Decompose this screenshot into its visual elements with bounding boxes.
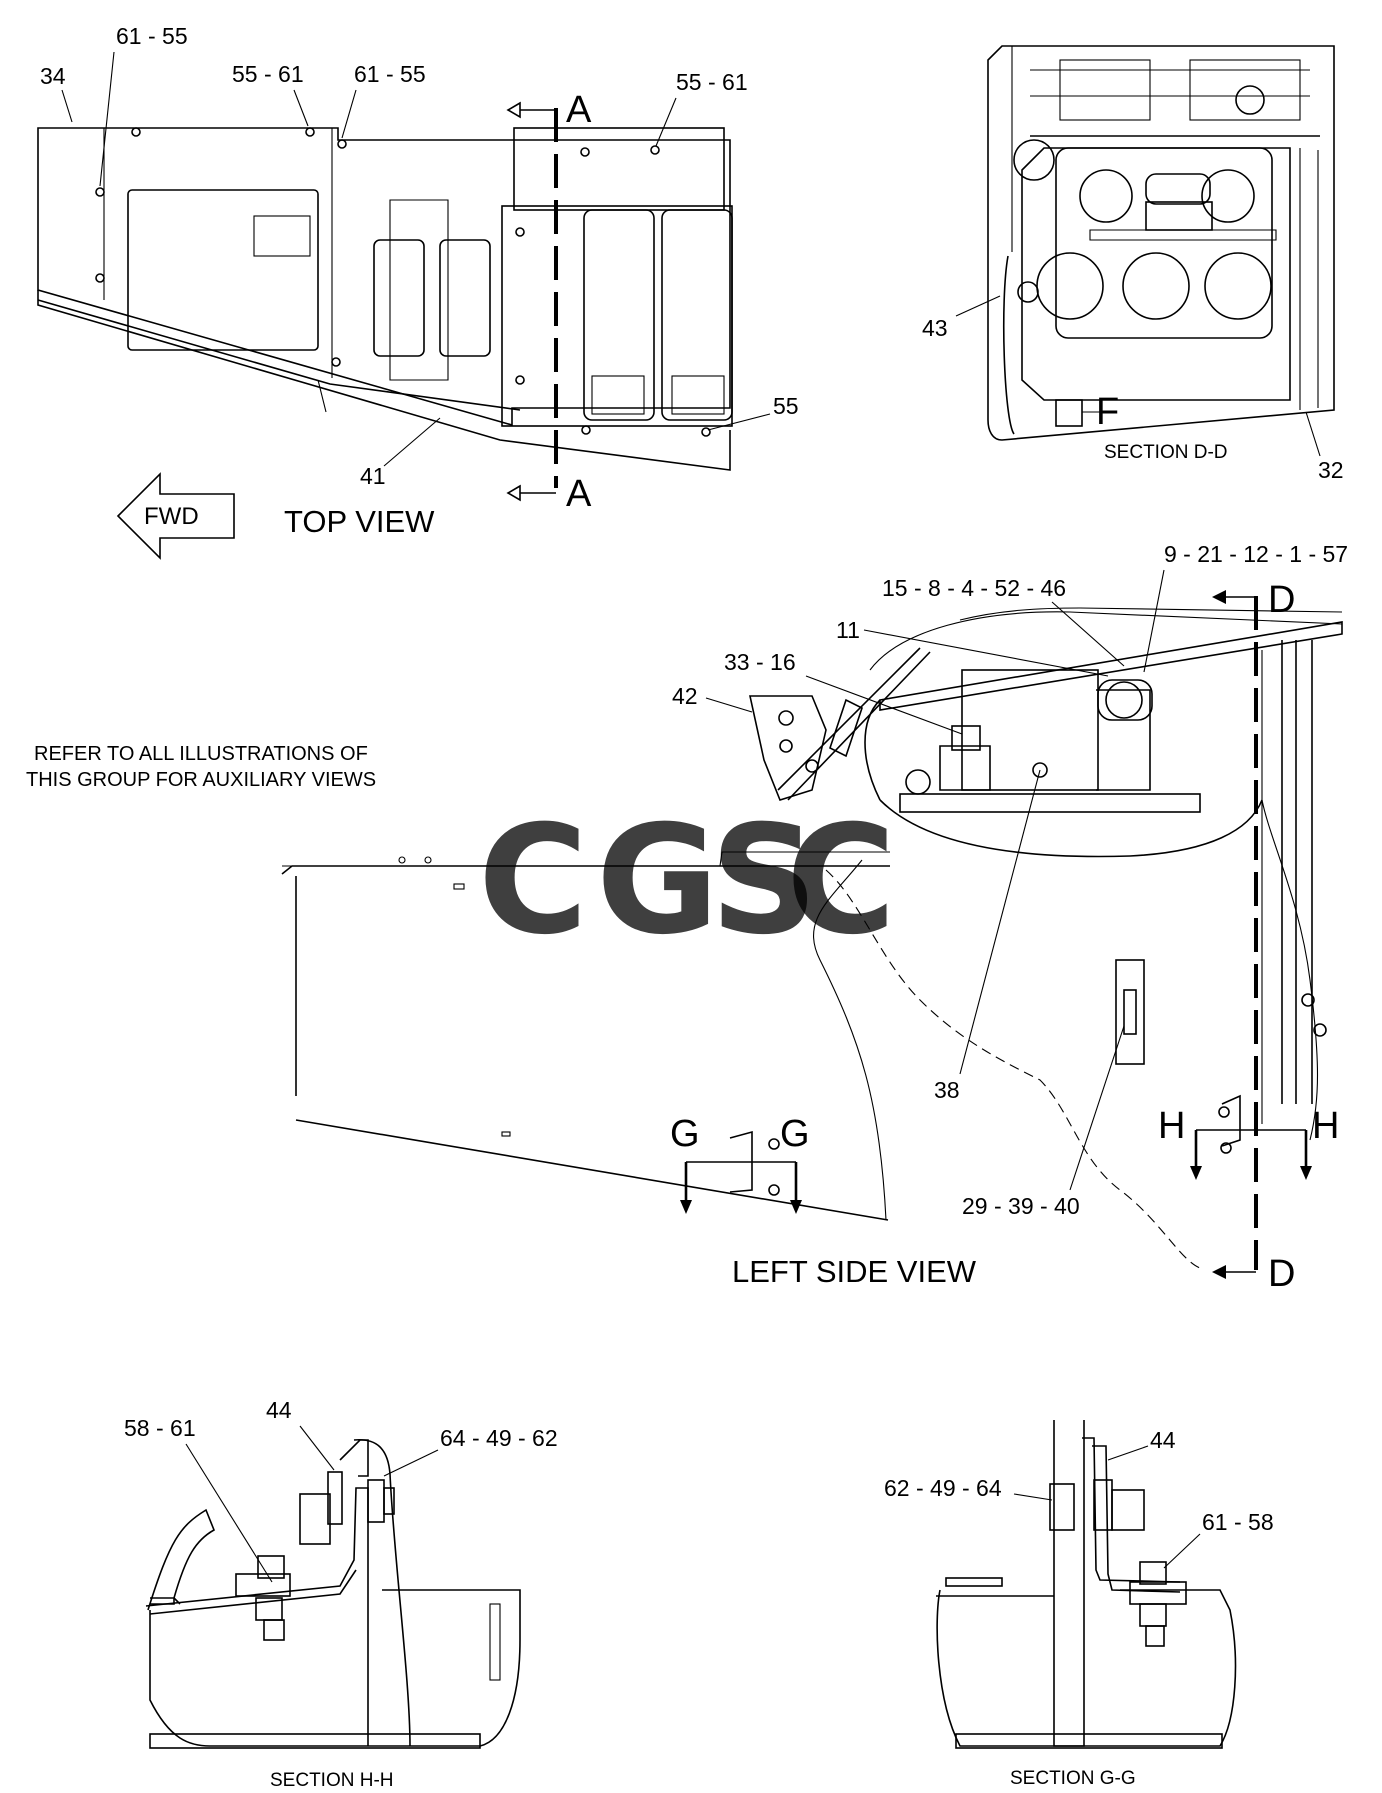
left-side-view: G G	[281, 541, 1348, 1295]
watermark-letter-3: S	[710, 794, 818, 968]
watermark-letter-2: G	[596, 794, 719, 968]
section-g-marker-left: G	[670, 1113, 700, 1155]
note-line-2: THIS GROUP FOR AUXILIARY VIEWS	[26, 769, 376, 791]
section-g-marker-right: G	[780, 1113, 810, 1155]
watermark-logo: C G S C	[478, 794, 896, 968]
callout-11: 11	[836, 617, 860, 643]
top-view-title: TOP VIEW	[284, 504, 435, 539]
callout-55-61-b: 55 - 61	[676, 69, 748, 95]
section-hh-title: SECTION H-H	[270, 1770, 394, 1791]
section-a-marker-top: A	[566, 89, 592, 131]
callout-58-61: 58 - 61	[124, 1415, 196, 1441]
callout-44-hh: 44	[266, 1397, 292, 1423]
section-dd: F SECTION D-D 43 32	[922, 45, 1344, 483]
section-d-marker-top: D	[1268, 579, 1295, 621]
callout-41: 41	[360, 463, 386, 489]
watermark-letter-1: C	[478, 794, 588, 968]
callout-29-39-40: 29 - 39 - 40	[962, 1193, 1080, 1219]
watermark-letter-4: C	[786, 794, 896, 968]
section-d-marker-bottom: D	[1268, 1253, 1295, 1295]
callout-34: 34	[40, 63, 66, 89]
callout-61-55-a: 61 - 55	[116, 23, 188, 49]
note-line-1: REFER TO ALL ILLUSTRATIONS OF	[34, 743, 368, 765]
top-view-bolts	[95, 127, 711, 437]
fwd-arrow-label: FWD	[144, 503, 199, 530]
callout-15-8-4-52-46: 15 - 8 - 4 - 52 - 46	[882, 575, 1066, 601]
callout-38: 38	[934, 1077, 960, 1103]
section-dd-title: SECTION D-D	[1104, 442, 1228, 463]
callout-55-61-a: 55 - 61	[232, 61, 304, 87]
callout-44-gg: 44	[1150, 1427, 1176, 1453]
top-view: A A 34 61 - 55 55 - 61 61 - 55 55 - 61 5…	[37, 23, 799, 560]
callout-61-55-b: 61 - 55	[354, 61, 426, 87]
section-hh: 58 - 61 44 64 - 49 - 62 SECTION H-H	[124, 1397, 558, 1791]
callout-55: 55	[773, 393, 799, 419]
callout-64-49-62: 64 - 49 - 62	[440, 1425, 558, 1451]
vent-grid-left	[253, 215, 311, 257]
section-h-marker-left: H	[1158, 1105, 1185, 1147]
callout-43: 43	[922, 315, 948, 341]
section-f-marker: F	[1096, 391, 1119, 433]
section-gg-title: SECTION G-G	[1010, 1768, 1136, 1789]
callout-61-58: 61 - 58	[1202, 1509, 1274, 1535]
left-side-view-title: LEFT SIDE VIEW	[732, 1254, 977, 1289]
section-h-marker-right: H	[1312, 1105, 1339, 1147]
callout-9-21-12-1-57: 9 - 21 - 12 - 1 - 57	[1164, 541, 1348, 567]
callout-62-49-64: 62 - 49 - 64	[884, 1475, 1002, 1501]
callout-33-16: 33 - 16	[724, 649, 796, 675]
section-a-marker-bottom: A	[566, 473, 592, 515]
section-gg: 44 62 - 49 - 64 61 - 58 SECTION G-G	[884, 1420, 1274, 1789]
fwd-arrow: FWD	[116, 472, 235, 560]
callout-42: 42	[672, 683, 698, 709]
callout-32: 32	[1318, 457, 1344, 483]
